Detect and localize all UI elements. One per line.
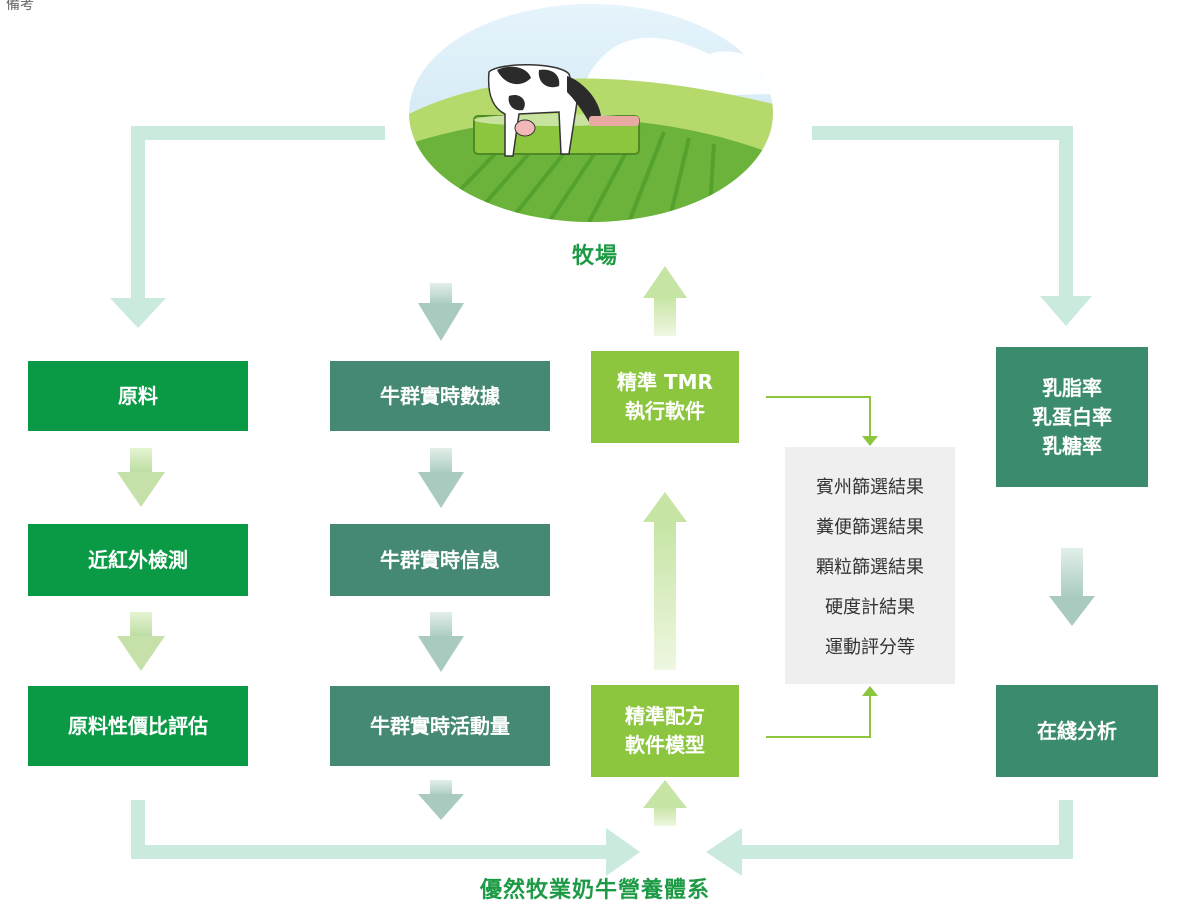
system-label: 優然牧業奶牛營養體系 — [479, 878, 710, 903]
col5-to-system-arrowhead — [706, 828, 742, 876]
col1-to-system-connector — [131, 800, 610, 859]
model-to-results-arrowhead — [862, 686, 878, 696]
col2-top-arrowhead — [418, 303, 464, 341]
tmr-to-results-connector — [766, 396, 871, 438]
col1-box-cost-evaluation: 原料性價比評估 — [28, 686, 248, 766]
farm-label: 牧場 — [571, 244, 618, 269]
col2-top-arrow-shaft — [430, 283, 452, 305]
col2-box-herd-activity: 牛群實時活動量 — [330, 686, 550, 766]
col1-arrow2-head — [117, 636, 165, 671]
col3-top-up-shaft — [654, 296, 676, 336]
farm-to-col5-connector — [812, 126, 1073, 298]
col3-bottom-up-shaft — [654, 806, 676, 826]
farm-to-col1-arrowhead — [110, 298, 166, 328]
col2-arrow2-head — [418, 636, 464, 672]
col5-box-milk-components: 乳脂率 乳蛋白率 乳糖率 — [996, 347, 1148, 487]
screening-results-box: 賓州篩選結果 糞便篩選結果 顆粒篩選結果 硬度計結果 運動評分等 — [785, 447, 955, 684]
col3-box-tmr-software: 精準 TMR 執行軟件 — [591, 351, 739, 443]
farm-to-col5-arrowhead — [1040, 296, 1092, 326]
cow-figure — [487, 64, 601, 157]
col2-box-herd-info: 牛群實時信息 — [330, 524, 550, 596]
col2-box-herd-data: 牛群實時數據 — [330, 361, 550, 431]
col1-box-raw-material: 原料 — [28, 361, 248, 431]
col1-arrow1-shaft — [130, 448, 152, 474]
col5-arrow-head — [1049, 596, 1095, 626]
tmr-to-results-arrowhead — [862, 436, 878, 446]
col3-box-formula-model: 精準配方 軟件模型 — [591, 685, 739, 777]
col3-mid-up-shaft — [654, 520, 676, 670]
col1-box-nir-test: 近紅外檢測 — [28, 524, 248, 596]
col5-arrow-shaft — [1061, 548, 1083, 598]
col1-arrow2-shaft — [130, 612, 152, 638]
corner-text: 備考 — [6, 0, 34, 13]
result-item-manure: 糞便篩選結果 — [816, 516, 924, 538]
col1-arrow1-head — [117, 472, 165, 507]
col3-bottom-up-head — [643, 780, 687, 808]
col1-to-system-arrowhead — [606, 828, 640, 876]
col2-arrow3-shaft — [430, 780, 452, 796]
result-item-hardness: 硬度計結果 — [825, 596, 915, 618]
result-item-penn-state: 賓州篩選結果 — [816, 476, 924, 498]
col5-to-system-connector — [738, 800, 1073, 859]
col3-mid-up-head — [643, 492, 687, 522]
farm-illustration — [409, 4, 773, 222]
result-item-locomotion: 運動評分等 — [825, 636, 915, 658]
col2-arrow3-head — [418, 794, 464, 820]
col2-arrow2-shaft — [430, 612, 452, 638]
result-item-particle: 顆粒篩選結果 — [816, 556, 924, 578]
model-to-results-connector — [766, 694, 871, 738]
col2-arrow1-head — [418, 472, 464, 508]
col3-top-up-head — [643, 266, 687, 298]
col2-arrow1-shaft — [430, 448, 452, 474]
farm-to-col1-connector — [131, 126, 385, 300]
col5-box-online-analysis: 在綫分析 — [996, 685, 1158, 777]
